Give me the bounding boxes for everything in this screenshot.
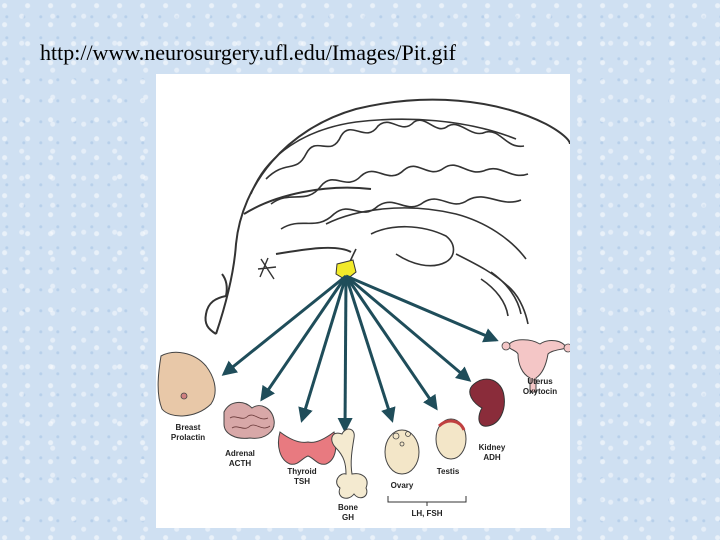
gonad-bracket	[387, 496, 467, 506]
label-breast: Breast	[176, 423, 201, 432]
kidney-icon	[469, 378, 505, 427]
arrow-testis	[344, 275, 438, 411]
label-bone: Bone	[338, 503, 359, 512]
label-tsh: TSH	[294, 477, 310, 486]
label-adh: ADH	[483, 453, 501, 462]
arrow-kidney	[345, 274, 472, 382]
label-prolactin: Prolactin	[171, 433, 205, 442]
label-ovary: Ovary	[391, 481, 414, 490]
label-thyroid: Thyroid	[287, 467, 316, 476]
label-kidney: Kidney	[479, 443, 506, 452]
hormone-arrows	[221, 274, 499, 433]
arrow-adrenal	[260, 275, 348, 402]
label-lh-fsh: LH, FSH	[411, 509, 442, 518]
face-mark	[257, 257, 277, 280]
breast-icon	[157, 351, 216, 417]
arrow-bone	[337, 275, 353, 433]
pituitary-diagram: Breast Prolactin Adrenal ACTH Thyroid TS…	[156, 74, 570, 528]
thyroid-icon	[277, 431, 337, 465]
arrow-ovary	[344, 275, 396, 423]
bone-icon	[331, 428, 368, 499]
head-outline	[204, 98, 570, 335]
label-acth: ACTH	[229, 459, 251, 468]
label-uterus: Uterus	[527, 377, 553, 386]
label-oxytocin: Oxytocin	[523, 387, 557, 396]
uterus-icon	[501, 339, 570, 393]
pituitary-gland	[335, 259, 357, 281]
ovary-icon	[384, 429, 420, 475]
arrow-uterus	[345, 274, 499, 343]
testis-icon	[435, 418, 467, 460]
pituitary-diagram-svg: Breast Prolactin Adrenal ACTH Thyroid TS…	[157, 98, 570, 522]
label-gh: GH	[342, 513, 354, 522]
arrow-breast	[221, 274, 347, 376]
source-url: http://www.neurosurgery.ufl.edu/Images/P…	[40, 40, 456, 65]
arrow-thyroid	[298, 275, 348, 423]
label-adrenal: Adrenal	[225, 449, 255, 458]
label-testis: Testis	[437, 467, 460, 476]
adrenal-icon	[223, 402, 275, 439]
